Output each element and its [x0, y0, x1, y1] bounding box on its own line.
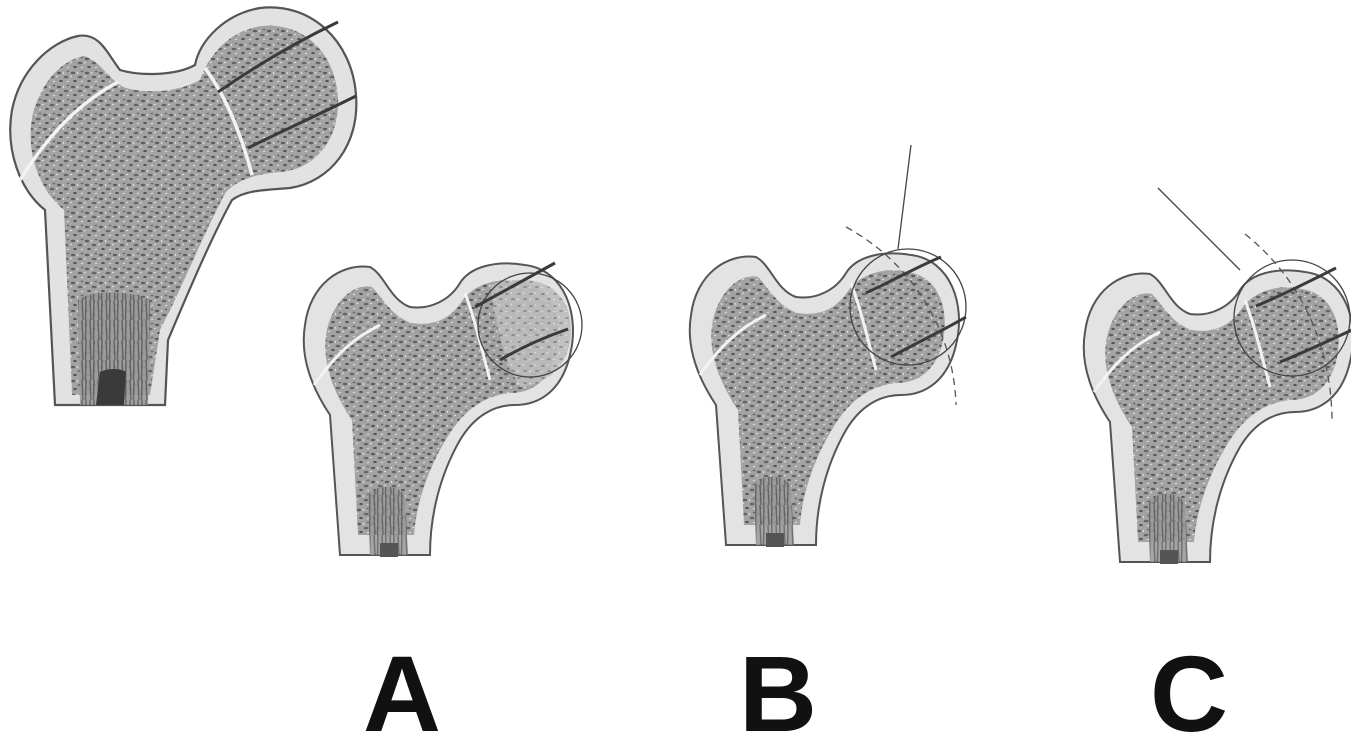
femur-panel-b — [690, 145, 966, 547]
femur-panel-a — [304, 263, 582, 557]
panel-label-a: A — [332, 640, 472, 748]
panel-label-b: B — [708, 640, 848, 748]
femur-panel-c — [1084, 188, 1351, 564]
panel-label-c: C — [1119, 640, 1259, 748]
